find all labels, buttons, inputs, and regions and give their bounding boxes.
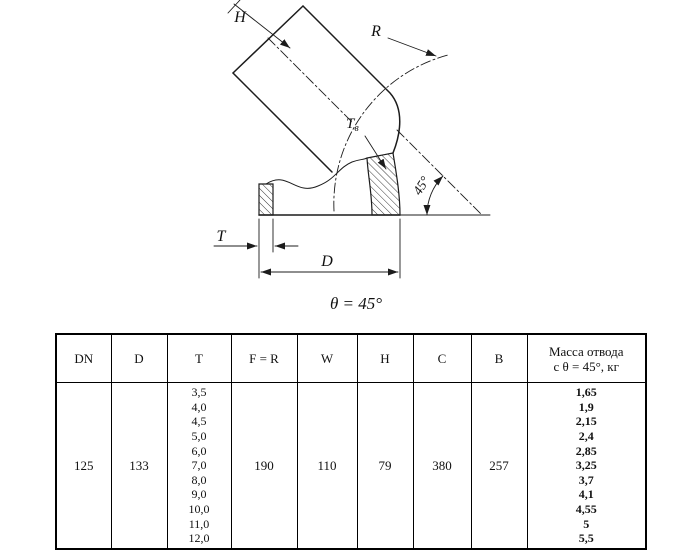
col-header-t: T [166,333,232,383]
col-header-w: W [296,333,358,383]
h-extension-tick [227,0,241,14]
bend-radius-centerline-arc [333,54,449,212]
pipe-right-edge [302,5,401,154]
cell-t-values: 3,5 4,0 4,5 5,0 6,0 7,0 8,0 9,0 10,0 11,… [166,382,232,550]
col-header-f-r: F = R [230,333,298,383]
col-header-b: B [470,333,528,383]
cell-f: 190 [230,382,298,550]
angle-arc [423,175,444,216]
wall-thickness-label: Tв [346,116,359,134]
cell-mass-values: 1,65 1,9 2,15 2,4 2,85 3,25 3,7 4,1 4,55… [526,382,647,550]
elbow-drawing: H R Tв 45° T D θ = 45° [213,0,491,313]
dimension-label-h: H [233,9,247,26]
col-header-c: C [412,333,472,383]
r-leader-line [387,37,437,57]
cell-b: 257 [470,382,528,550]
pipe-end-face-line [231,5,333,173]
cell-h: 79 [356,382,414,550]
h-dimension-line [233,3,291,49]
col-header-d: D [110,333,168,383]
dimension-label-t: T [217,228,227,245]
wall-section-right [366,152,401,216]
col-header-h: H [356,333,414,383]
col-header-dn: DN [55,333,112,383]
table-header-row: DN D T F = R W H C B Масса отвода с θ = … [55,333,647,383]
wall-section-left [258,183,274,216]
theta-note: θ = 45° [330,294,382,313]
cell-w: 110 [296,382,358,550]
col-header-mass: Масса отвода с θ = 45°, кг [526,333,647,383]
section-break-line [265,157,368,189]
angle-label: 45° [410,173,433,197]
pipe-axis-centerline [267,37,353,123]
cell-dn: 125 [55,382,112,550]
cell-c: 380 [412,382,472,550]
table-data-row: 125 133 3,5 4,0 4,5 5,0 6,0 7,0 8,0 9,0 … [55,382,647,550]
wall-thickness-leader [364,135,387,170]
cell-d: 133 [110,382,168,550]
dimension-label-d: D [320,253,333,270]
dimensions-table: DN D T F = R W H C B Масса отвода с θ = … [55,333,647,550]
apex-axis-line [396,129,483,216]
radius-label: R [370,23,381,40]
